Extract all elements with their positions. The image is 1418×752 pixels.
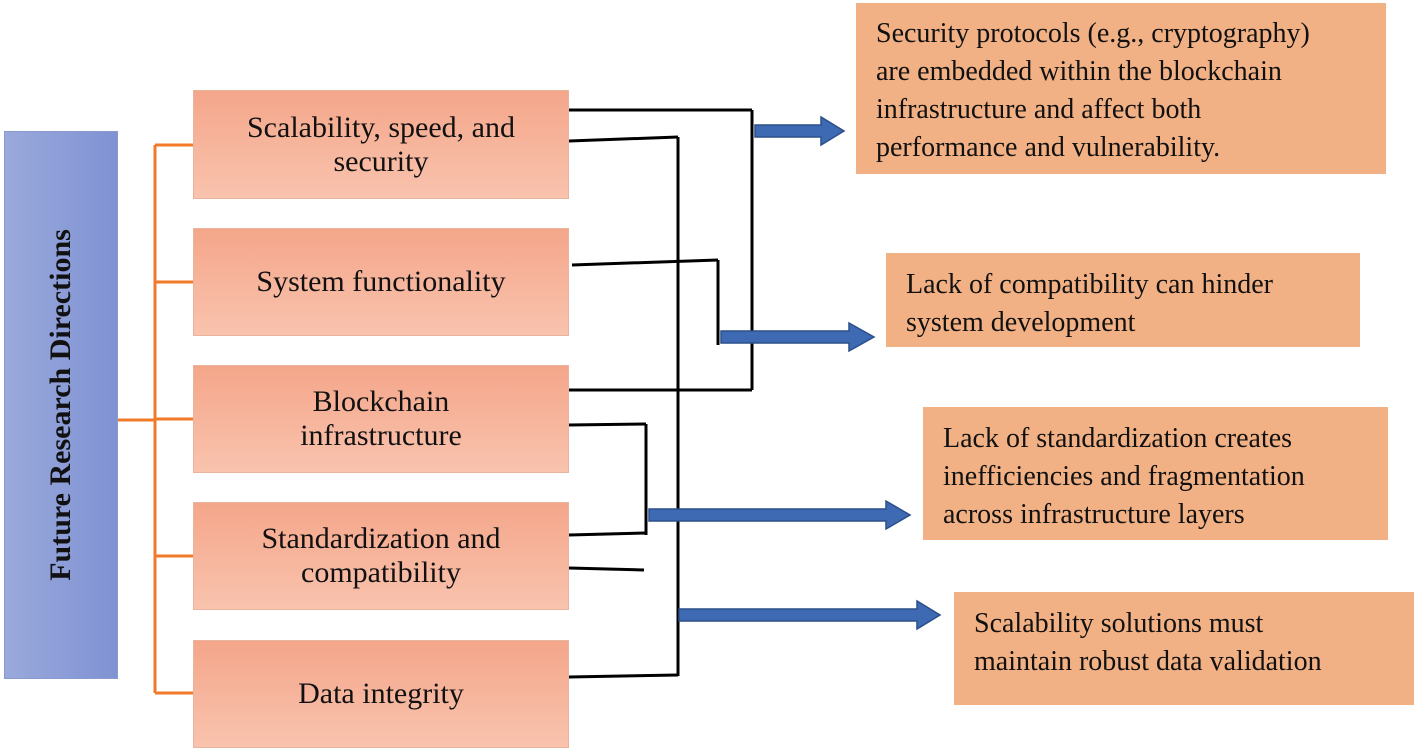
- outcome-text-line: performance and vulnerability.: [876, 132, 1221, 163]
- outcome-text-line: across infrastructure layers: [943, 499, 1245, 530]
- topic-label-line: Blockchain: [312, 385, 450, 418]
- arrow-to-outcome-0: [754, 115, 846, 147]
- topic-label-line: System functionality: [256, 265, 506, 298]
- connector-c-link: [568, 531, 647, 537]
- outcome-text-line: are embedded within the blockchain: [876, 56, 1282, 87]
- topic-label-line: compatibility: [301, 556, 461, 589]
- root-box: [4, 131, 118, 679]
- connector-d-bottom: [568, 673, 679, 679]
- outcome-box-compatibility: Lack of compatibility can hinder system …: [886, 253, 1360, 347]
- arrow-to-outcome-3: [678, 599, 942, 631]
- connector-lines: [568, 108, 754, 679]
- topic-label-line: Data integrity: [298, 677, 464, 710]
- outcome-text-line: infrastructure and affect both: [876, 94, 1202, 125]
- topic-box-system-functionality: System functionality: [193, 228, 569, 336]
- topic-box-standardization: Standardization and compatibility: [193, 502, 569, 610]
- topic-label-line: infrastructure: [300, 419, 462, 452]
- connector-b-top: [571, 258, 719, 267]
- outcome-box-security-protocols: Security protocols (e.g., cryptography) …: [856, 3, 1386, 174]
- connector-c-bottom: [568, 566, 645, 572]
- outcome-text-line: inefficiencies and fragmentation: [943, 461, 1305, 492]
- outcome-text-line: Scalability solutions must: [974, 608, 1264, 639]
- outcome-arrows: [648, 115, 942, 631]
- topic-box-blockchain-infrastructure: Blockchain infrastructure: [193, 365, 569, 473]
- outcome-box-scalability-solutions: Scalability solutions must maintain robu…: [954, 592, 1414, 705]
- arrow-to-outcome-1: [720, 321, 876, 353]
- outcome-text-line: maintain robust data validation: [974, 646, 1322, 677]
- root-label: Future Research Directions: [44, 229, 77, 581]
- topic-label-line: Scalability, speed, and: [247, 110, 515, 144]
- topic-label-line: Standardization and: [261, 522, 501, 555]
- outcome-box-standardization: Lack of standardization creates ineffici…: [923, 407, 1388, 540]
- outcome-text-line: Security protocols (e.g., cryptography): [876, 18, 1310, 49]
- connector-d-top: [568, 135, 679, 143]
- outcome-text-line: Lack of standardization creates: [943, 423, 1293, 454]
- topic-box-data-integrity: Data integrity: [193, 640, 569, 748]
- outcome-text-line: system development: [906, 307, 1136, 338]
- root-bracket: [118, 143, 193, 695]
- topic-box-scalability: Scalability, speed, and security: [193, 90, 569, 199]
- arrow-to-outcome-2: [648, 499, 912, 531]
- connector-c-top: [568, 422, 647, 427]
- topic-label-line: security: [333, 144, 429, 178]
- outcome-text-line: Lack of compatibility can hinder: [906, 269, 1273, 300]
